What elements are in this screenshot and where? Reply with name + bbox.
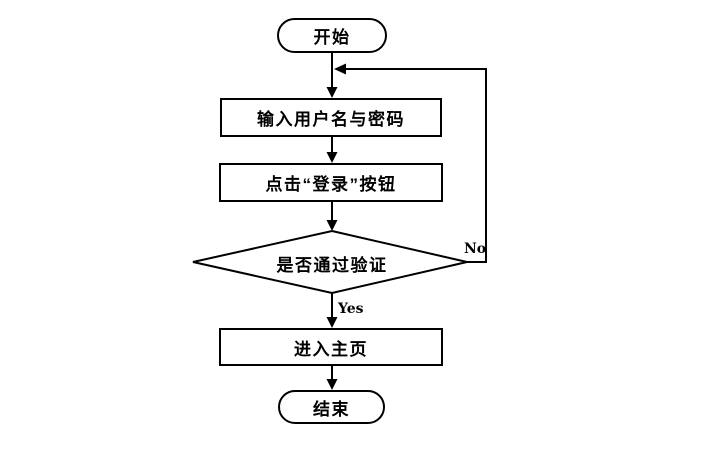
yes-edge-label: Yes [338, 301, 364, 317]
enter-homepage-label: 进入主页 [294, 339, 368, 359]
arrowhead-decision-to-homepage [326, 317, 338, 328]
connector-no-loop [345, 68, 487, 263]
verify-decision-label: 是否通过验证 [276, 256, 388, 275]
no-edge-label: No [464, 241, 487, 257]
arrowhead-start-to-input [326, 87, 338, 98]
end-node: 结束 [278, 390, 385, 424]
enter-homepage-box: 进入主页 [219, 328, 443, 366]
arrowhead-input-to-click [326, 152, 338, 163]
end-node-label: 结束 [313, 399, 350, 419]
click-login-box: 点击“登录”按钮 [219, 163, 443, 202]
arrowhead-homepage-to-end [326, 379, 338, 390]
arrowhead-click-to-decision [326, 220, 338, 231]
input-credentials-box: 输入用户名与密码 [220, 98, 442, 137]
click-login-label: 点击“登录”按钮 [265, 175, 397, 194]
start-node: 开始 [277, 18, 387, 53]
arrowhead-no-loop [334, 63, 346, 75]
start-node-label: 开始 [313, 28, 351, 47]
input-credentials-label: 输入用户名与密码 [257, 110, 405, 129]
